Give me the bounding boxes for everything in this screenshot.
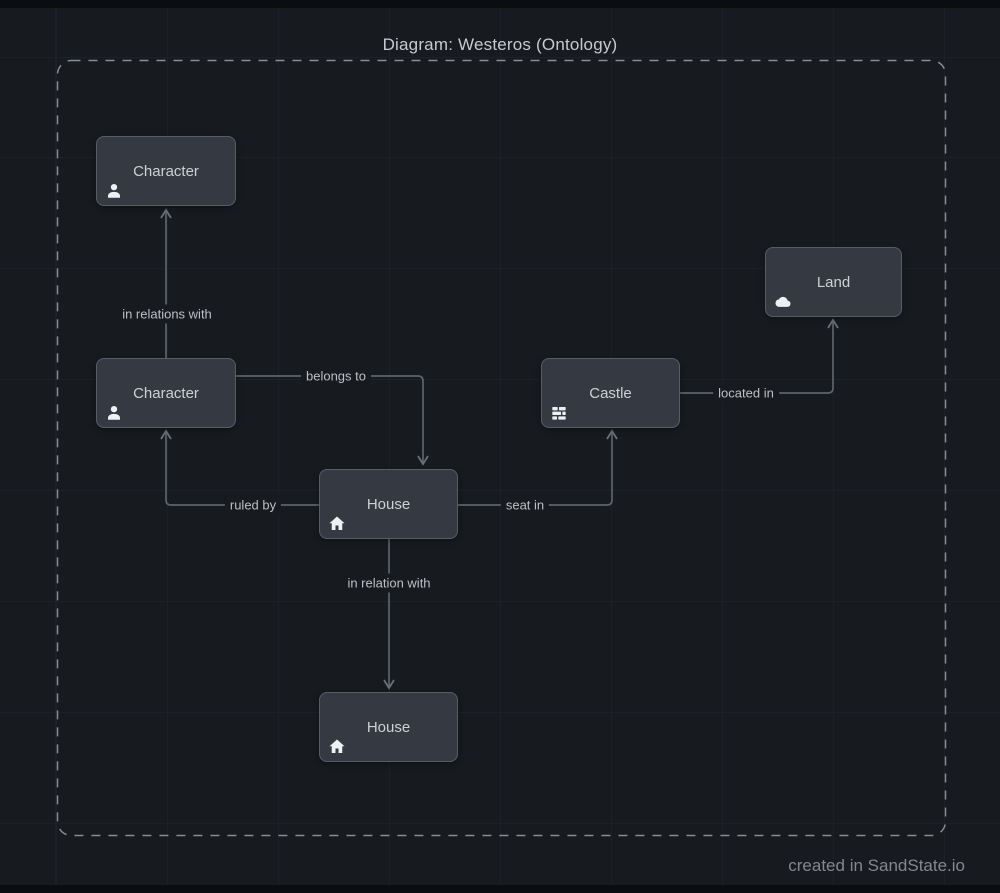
edge-label-in-relation-with[interactable]: in relation with: [340, 573, 438, 593]
node-label: House: [366, 718, 411, 736]
edge-label-in-relations-with[interactable]: in relations with: [116, 304, 218, 324]
edge-seat-in[interactable]: [458, 429, 618, 506]
node-castle[interactable]: Castle: [541, 358, 680, 428]
edge-belongs-to[interactable]: [236, 375, 429, 466]
edge-label-ruled-by[interactable]: ruled by: [224, 495, 282, 515]
cloud-icon: [775, 296, 791, 307]
home-icon: [329, 739, 345, 753]
edge-label-located-in[interactable]: located in: [713, 383, 779, 403]
person-icon: [108, 405, 120, 420]
node-label: Character: [133, 162, 199, 180]
brick-wall-icon: [552, 407, 566, 420]
node-label: Land: [816, 273, 851, 291]
person-icon: [108, 183, 120, 198]
node-house-bottom[interactable]: House: [319, 692, 458, 762]
node-label: Character: [133, 384, 199, 402]
node-land[interactable]: Land: [765, 247, 902, 317]
node-label: Castle: [589, 384, 632, 402]
node-character-top[interactable]: Character: [96, 136, 236, 206]
edge-ruled-by[interactable]: [160, 429, 319, 506]
node-house[interactable]: House: [319, 469, 458, 539]
diagram-frame: [56, 59, 947, 837]
edge-located-in[interactable]: [680, 318, 839, 394]
node-character[interactable]: Character: [96, 358, 236, 428]
node-label: House: [366, 495, 411, 513]
diagram-title: Diagram: Westeros (Ontology): [382, 35, 618, 54]
home-icon: [329, 516, 345, 530]
watermark-credit: created in SandState.io: [788, 856, 965, 875]
edge-label-belongs-to[interactable]: belongs to: [301, 366, 371, 386]
edge-label-seat-in[interactable]: seat in: [500, 495, 550, 515]
